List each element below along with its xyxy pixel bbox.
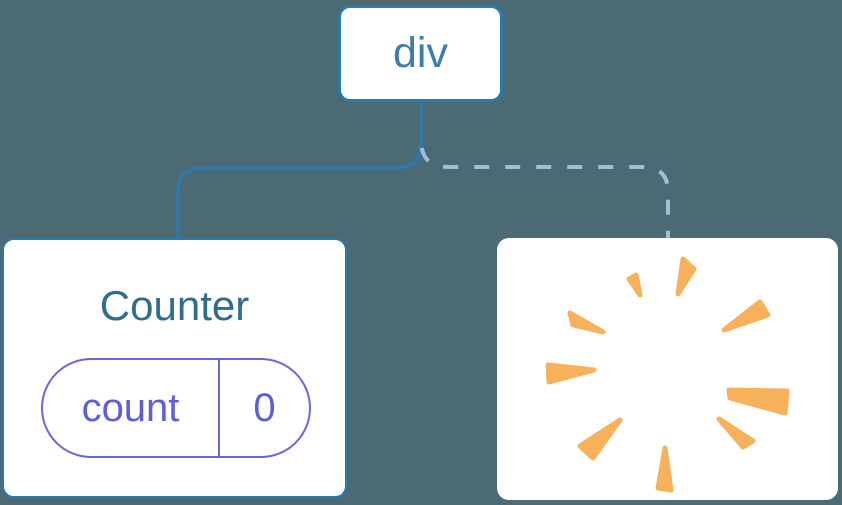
solid-edge bbox=[176, 101, 423, 239]
poof-burst-icon bbox=[545, 256, 790, 493]
pill-divider bbox=[218, 360, 220, 456]
state-key-cell: count bbox=[43, 360, 218, 456]
state-pill: count 0 bbox=[41, 358, 311, 458]
removed-card bbox=[497, 238, 838, 500]
node-div-label: div bbox=[393, 29, 448, 77]
state-key-label: count bbox=[81, 386, 180, 430]
state-value-label: 0 bbox=[253, 386, 276, 430]
state-value-cell: 0 bbox=[220, 360, 309, 456]
dashed-edge bbox=[419, 139, 670, 239]
counter-title: Counter bbox=[99, 282, 250, 329]
counter-card: Counter count 0 bbox=[2, 238, 347, 498]
node-div: div bbox=[338, 5, 503, 102]
